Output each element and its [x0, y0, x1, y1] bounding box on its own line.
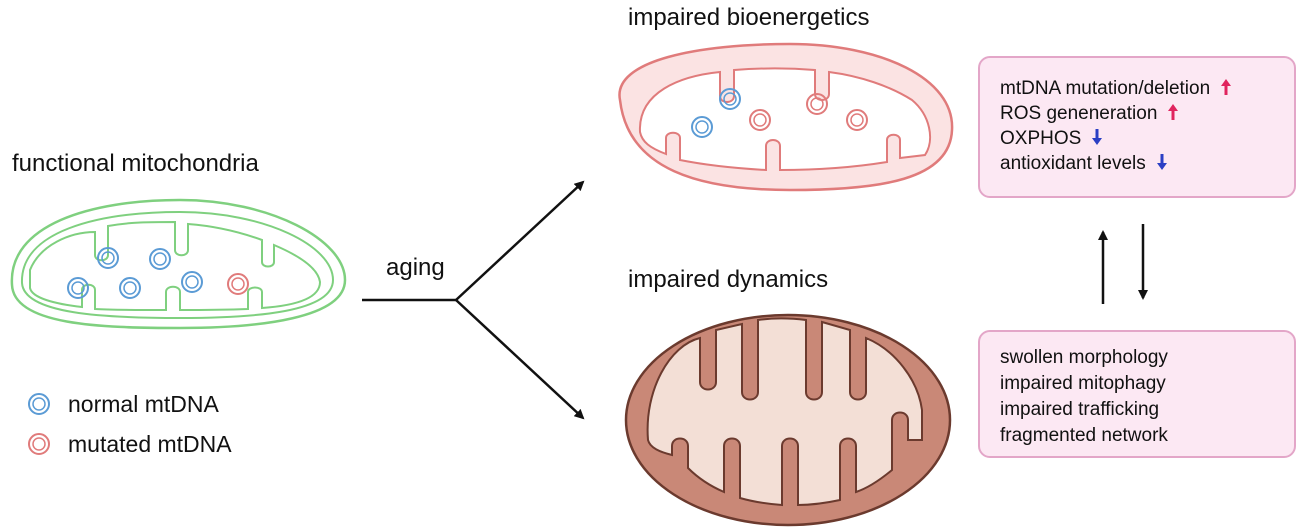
normal-mtdna-ring — [97, 247, 119, 269]
normal-mtdna-ring — [119, 277, 141, 299]
effect-line: mtDNA mutation/deletion — [1000, 78, 1232, 100]
effect-line: fragmented network — [1000, 425, 1168, 446]
legend-mutated-label: mutated mtDNA — [68, 431, 232, 457]
down-arrow-icon — [1091, 128, 1103, 150]
normal-mtdna-ring — [719, 88, 741, 110]
dynamics-effects-box: swollen morphology impaired mitophagy im… — [978, 330, 1296, 458]
feedback-arrows — [1098, 224, 1148, 304]
up-arrow-icon — [1220, 78, 1232, 100]
bioenergetics-mitochondrion — [618, 42, 954, 192]
normal-mtdna-ring — [149, 248, 171, 270]
legend-normal-label: normal mtDNA — [68, 391, 219, 417]
legend-normal-ring-icon — [28, 393, 50, 415]
normal-mtdna-ring — [181, 271, 203, 293]
effect-text: OXPHOS — [1000, 128, 1082, 150]
mutated-mtdna-ring — [806, 93, 828, 115]
impaired-dynamics-title: impaired dynamics — [628, 266, 829, 293]
effect-text: ROS geneneration — [1000, 103, 1158, 125]
effect-line: ROS geneneration — [1000, 103, 1179, 125]
effect-text: antioxidant levels — [1000, 153, 1146, 175]
impaired-bioenergetics-title: impaired bioenergetics — [628, 4, 870, 31]
effect-line: OXPHOS — [1000, 128, 1103, 150]
normal-mtdna-ring — [691, 116, 713, 138]
bioenergetics-effects-box: mtDNA mutation/deletion ROS geneneration… — [978, 56, 1296, 198]
mutated-mtdna-ring — [749, 109, 771, 131]
effect-line: swollen morphology — [1000, 347, 1168, 368]
mutated-mtdna-ring — [846, 109, 868, 131]
dynamics-mitochondrion — [624, 313, 952, 527]
aging-label: aging — [386, 254, 445, 281]
functional-mitochondrion — [10, 198, 347, 330]
aging-branch-arrows — [362, 180, 585, 420]
legend-mutated-ring-icon — [28, 433, 50, 455]
effect-line: impaired trafficking — [1000, 399, 1160, 420]
effect-text: mtDNA mutation/deletion — [1000, 78, 1211, 100]
functional-mitochondria-title: functional mitochondria — [12, 150, 259, 177]
down-arrow-icon — [1156, 153, 1168, 175]
normal-mtdna-ring — [67, 277, 89, 299]
effect-line: impaired mitophagy — [1000, 373, 1166, 394]
up-arrow-icon — [1167, 103, 1179, 125]
mutated-mtdna-ring — [227, 273, 249, 295]
effect-line: antioxidant levels — [1000, 153, 1168, 175]
